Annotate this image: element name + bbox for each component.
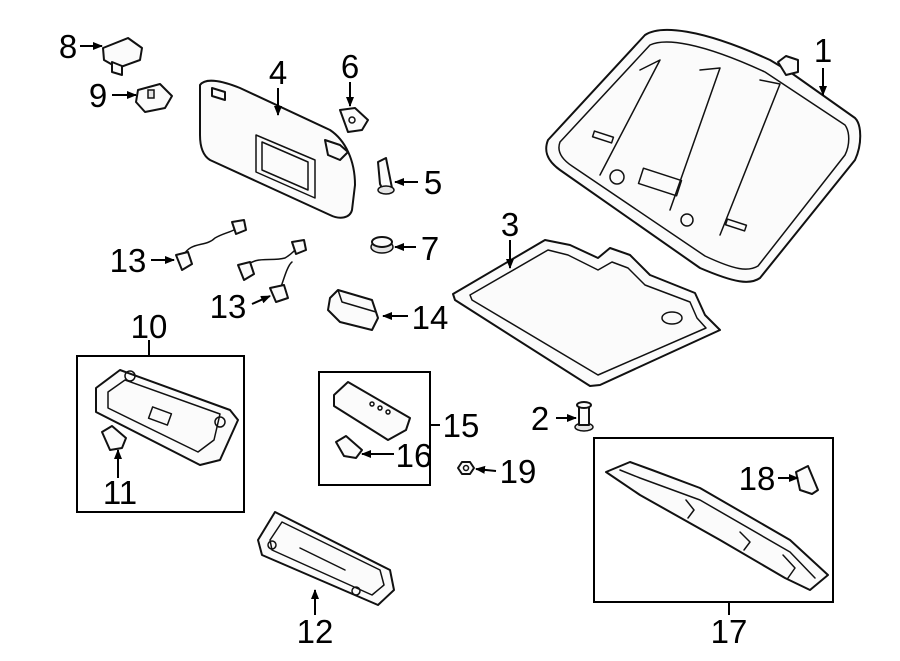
callout-13b: 13 bbox=[210, 288, 247, 325]
callout-17: 17 bbox=[711, 613, 748, 650]
part-11-bulb bbox=[101, 425, 127, 451]
leader-lines bbox=[80, 42, 827, 615]
callout-7: 7 bbox=[421, 230, 439, 267]
callout-13a: 13 bbox=[110, 242, 147, 279]
callout-8: 8 bbox=[59, 28, 77, 65]
part-3-panel bbox=[452, 239, 721, 387]
part-19-nut bbox=[457, 461, 475, 475]
part-13a-harness bbox=[175, 219, 247, 271]
part-6-bracket bbox=[339, 107, 369, 133]
part-5-pin bbox=[377, 157, 395, 195]
part-1-headliner bbox=[545, 28, 862, 283]
part-15-lamp bbox=[333, 381, 411, 441]
callout-3: 3 bbox=[501, 206, 519, 243]
callout-14: 14 bbox=[412, 299, 449, 336]
callout-18: 18 bbox=[739, 460, 776, 497]
box-parts-17-18 bbox=[593, 437, 834, 603]
callout-labels: 1 2 3 4 5 6 7 8 9 10 11 12 13 13 14 15 1… bbox=[59, 28, 832, 650]
callout-9: 9 bbox=[89, 77, 107, 114]
callout-19: 19 bbox=[500, 453, 537, 490]
part-10-lamp-assembly bbox=[95, 369, 239, 466]
part-18-clip bbox=[795, 465, 819, 495]
part-2-clip bbox=[574, 401, 594, 432]
part-4-sun-visor bbox=[199, 79, 356, 219]
callout-16: 16 bbox=[396, 437, 433, 474]
leader-13b bbox=[251, 295, 271, 305]
callout-12: 12 bbox=[297, 613, 334, 650]
leader-19 bbox=[475, 465, 497, 474]
part-9-cap bbox=[135, 83, 173, 113]
part-12-lamp-lens bbox=[257, 511, 395, 606]
callout-15: 15 bbox=[443, 407, 480, 444]
box-parts-10-11 bbox=[76, 355, 245, 513]
callout-5: 5 bbox=[424, 164, 442, 201]
box-parts-15-16 bbox=[318, 371, 431, 486]
callout-10: 10 bbox=[131, 308, 168, 345]
callout-1: 1 bbox=[814, 32, 832, 69]
part-13b-harness bbox=[237, 239, 307, 303]
callout-2: 2 bbox=[531, 400, 549, 437]
part-16-bulb bbox=[335, 435, 363, 459]
part-14-light-housing bbox=[327, 289, 379, 331]
part-8-clip bbox=[102, 37, 143, 76]
part-17-trim-panel bbox=[605, 461, 829, 591]
part-7-grommet bbox=[370, 236, 394, 254]
callout-4: 4 bbox=[269, 54, 287, 91]
callout-6: 6 bbox=[341, 48, 359, 85]
callout-11: 11 bbox=[103, 474, 137, 511]
